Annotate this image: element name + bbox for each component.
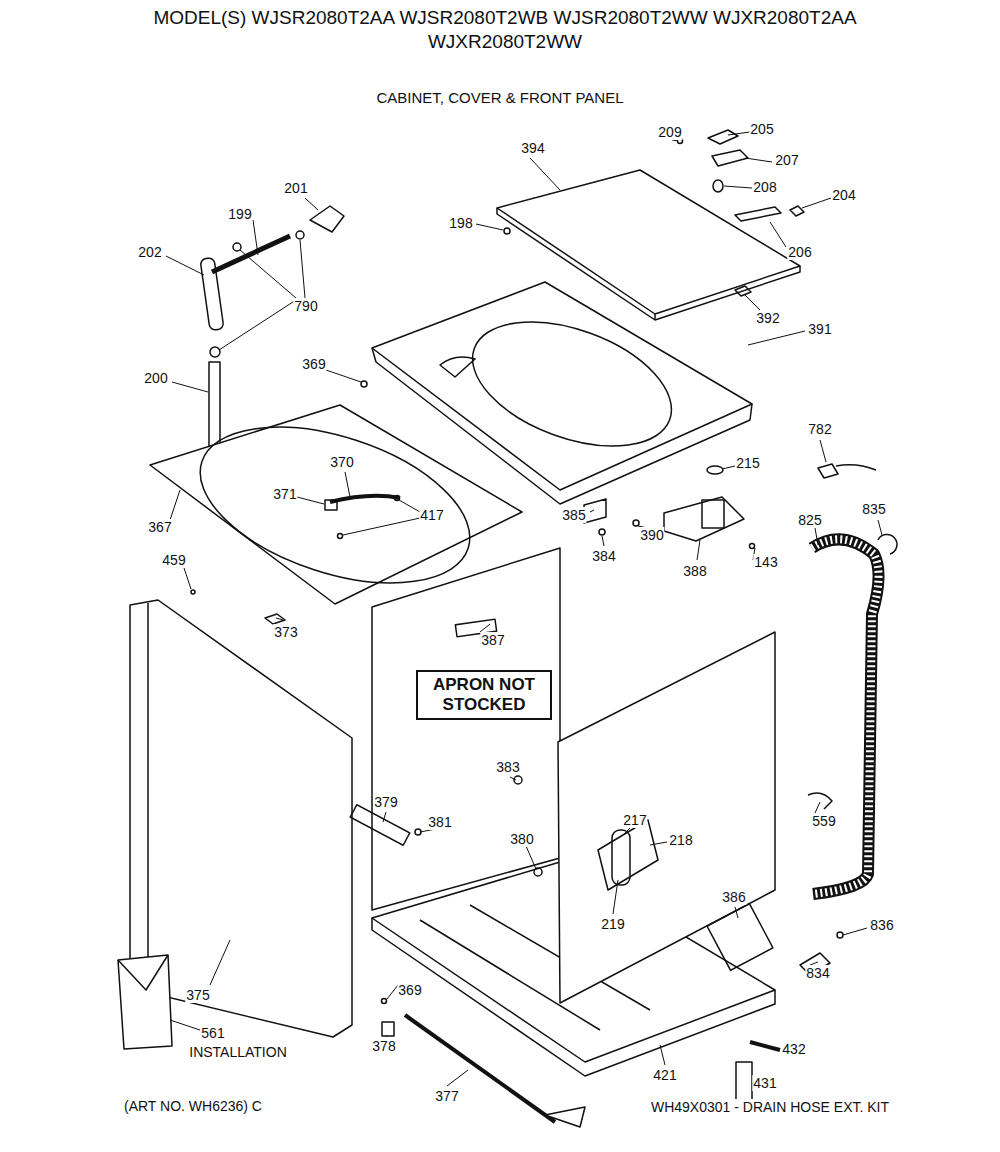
callout-number: 380 <box>509 831 534 847</box>
callout-number: 825 <box>797 512 822 528</box>
callout-number: 219 <box>600 916 625 932</box>
callout-number: 383 <box>495 759 520 775</box>
callout-number: 834 <box>805 965 830 981</box>
callout-number: 782 <box>807 421 832 437</box>
callout-number: 367 <box>147 519 172 535</box>
callout-number: 199 <box>227 206 252 222</box>
callout-number: 790 <box>293 298 318 314</box>
callout-number: 561 <box>200 1025 225 1041</box>
callout-number: 378 <box>371 1038 396 1054</box>
callout-number: 381 <box>427 814 452 830</box>
callout-number: 835 <box>861 501 886 517</box>
callout-number: 390 <box>639 527 664 543</box>
callout-number: 379 <box>373 794 398 810</box>
callout-number: 205 <box>749 121 774 137</box>
callout-number: 836 <box>869 917 894 933</box>
callout-number: 386 <box>721 889 746 905</box>
note-text: INSTALLATION <box>188 1044 288 1060</box>
callout-number: 371 <box>272 486 297 502</box>
callout-number: 377 <box>434 1088 459 1104</box>
callout-number: 202 <box>137 244 162 260</box>
callout-number: 432 <box>781 1041 806 1057</box>
callout-number: 385 <box>561 507 586 523</box>
callout-number: 388 <box>682 563 707 579</box>
callout-number: 387 <box>480 632 505 648</box>
notice-text: APRON NOT STOCKED <box>428 675 540 715</box>
note-text: (ART NO. WH6236) C <box>123 1098 263 1114</box>
callout-number: 206 <box>787 244 812 260</box>
callout-number: 198 <box>448 215 473 231</box>
callout-number: 421 <box>652 1067 677 1083</box>
callout-number: 459 <box>161 552 186 568</box>
callout-number: 370 <box>329 454 354 470</box>
callout-number: 204 <box>831 187 856 203</box>
callout-number: 200 <box>143 370 168 386</box>
callout-number: 217 <box>622 812 647 828</box>
callout-number: 559 <box>811 813 836 829</box>
callout-number: 208 <box>752 179 777 195</box>
callout-number: 417 <box>419 507 444 523</box>
callout-number: 201 <box>283 180 308 196</box>
callout-number: 369 <box>301 356 326 372</box>
notice-box: APRON NOT STOCKED <box>416 670 552 720</box>
callout-number: 215 <box>735 455 760 471</box>
callout-number: 207 <box>774 152 799 168</box>
callout-number: 143 <box>753 554 778 570</box>
callout-number: 431 <box>752 1075 777 1091</box>
callout-number: 394 <box>520 140 545 156</box>
callout-number: 209 <box>657 124 682 140</box>
callout-number: 218 <box>668 832 693 848</box>
note-text: CABINET, COVER & FRONT PANEL <box>376 90 625 106</box>
callout-number: 375 <box>185 987 210 1003</box>
callout-number: 384 <box>591 548 616 564</box>
note-text: WH49X0301 - DRAIN HOSE EXT. KIT <box>650 1099 890 1115</box>
callout-number: 369 <box>397 982 422 998</box>
callout-number: 373 <box>273 624 298 640</box>
callout-number: 392 <box>755 310 780 326</box>
model-title: MODEL(S) WJSR2080T2AA WJSR2080T2WB WJSR2… <box>110 6 900 54</box>
callout-number: 391 <box>807 321 832 337</box>
